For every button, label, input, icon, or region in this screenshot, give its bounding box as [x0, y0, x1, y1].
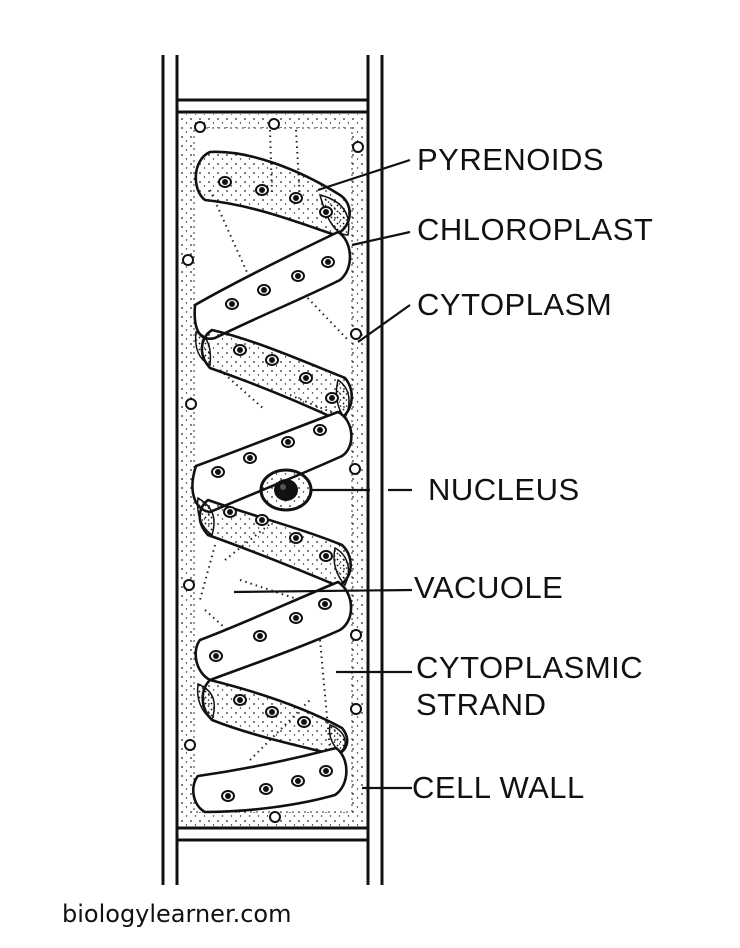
label-pyrenoids: PYRENOIDS — [417, 142, 605, 177]
label-cytoplasm: CYTOPLASM — [417, 287, 613, 322]
pyrenoids — [209, 176, 339, 802]
label-chloroplast: CHLOROPLAST — [417, 212, 654, 247]
label-nucleus: NUCLEUS — [428, 472, 580, 507]
label-cell-wall: CELL WALL — [412, 770, 585, 805]
label-cytoplasmic-strand-line1: CYTOPLASMIC — [416, 650, 644, 685]
label-vacuole: VACUOLE — [414, 570, 564, 605]
label-cytoplasmic-strand-line2: STRAND — [416, 687, 547, 722]
cell-wall — [161, 55, 384, 885]
site-credit: biologylearner.com — [62, 900, 292, 928]
nucleus — [259, 468, 313, 512]
leader-lines — [233, 158, 413, 790]
